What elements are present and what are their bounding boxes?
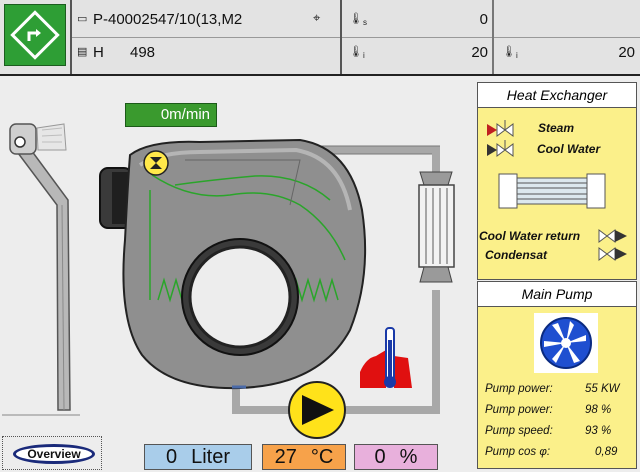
temp-s-value: 0 xyxy=(479,11,488,28)
steam-valve-icon xyxy=(487,120,514,137)
liter-unit: Liter xyxy=(191,445,231,468)
cool-water-return-valve-icon xyxy=(598,229,627,243)
temperature-sensor xyxy=(360,327,412,388)
liter-display: 0 Liter xyxy=(144,444,252,470)
pump-cos-phi-label: Pump cos φ: xyxy=(485,446,551,458)
header-divider xyxy=(492,0,494,74)
condensat-valve-icon xyxy=(598,247,627,261)
percent-value: 0 xyxy=(374,445,386,468)
cool-water-return-label: Cool Water return xyxy=(479,229,581,243)
temperature-unit: °C xyxy=(310,445,334,468)
product-icon: ▤ xyxy=(77,46,88,58)
overview-button[interactable]: Overview xyxy=(13,444,95,464)
circulation-pump xyxy=(288,381,346,439)
pump-cos-phi-value: 0,89 xyxy=(595,446,618,458)
steam-label: Steam xyxy=(538,121,575,135)
temperature-display: 27 °C xyxy=(262,444,346,470)
direction-sign-icon xyxy=(10,10,60,60)
cool-water-valve-icon xyxy=(487,140,514,157)
thermometer-i-icon: 🌡︎i xyxy=(349,46,365,61)
product-value: 498 xyxy=(130,44,156,61)
pump-power-kw-value: 55 KW xyxy=(585,383,620,395)
crosshair-icon[interactable]: ⌖ xyxy=(313,10,321,25)
header-row-divider xyxy=(72,37,340,38)
dyeing-machine-body xyxy=(99,138,367,390)
pump-speed-label: Pump speed: xyxy=(485,425,553,437)
liter-value: 0 xyxy=(165,445,178,468)
thermometer-s-icon: 🌡︎s xyxy=(349,13,367,28)
speed-display: 0m/min xyxy=(125,103,217,127)
condensat-label: Condensat xyxy=(485,248,548,262)
cool-water-label: Cool Water xyxy=(537,142,601,156)
main-pump-title: Main Pump xyxy=(478,282,636,307)
pump-power-pct-label: Pump power: xyxy=(485,404,553,416)
overview-frame: Overview xyxy=(2,436,102,470)
heat-exchanger-unit xyxy=(418,171,455,283)
home-button[interactable] xyxy=(4,4,66,66)
filter-indicator xyxy=(143,150,169,176)
lifting-arm xyxy=(2,123,80,416)
machine-diagram xyxy=(2,123,455,439)
heat-exchanger-schematic xyxy=(487,120,627,261)
temperature-value: 27 xyxy=(274,445,297,468)
order-icon: ▭ xyxy=(77,13,88,25)
product-label: H xyxy=(93,44,104,61)
temp-i2-value: 20 xyxy=(618,44,635,61)
pump-speed-value: 93 % xyxy=(585,425,612,437)
percent-unit: % xyxy=(399,445,418,468)
pump-power-kw-label: Pump power: xyxy=(485,383,553,395)
header-bar: ▭ P-40002547/10(13,M2 ⌖ ▤ H 498 🌡︎s 0 🌡︎… xyxy=(0,0,640,76)
main-pump-panel: Main Pump xyxy=(477,281,637,469)
header-divider xyxy=(340,0,342,74)
thermometer-i2-icon: 🌡︎i xyxy=(502,46,518,61)
header-row-divider xyxy=(342,37,640,38)
pump-fan-icon xyxy=(534,313,598,373)
pump-power-pct-value: 98 % xyxy=(585,404,612,416)
percent-display: 0 % xyxy=(354,444,438,470)
order-number: P-40002547/10(13,M2 xyxy=(93,11,243,28)
heat-exchanger-title: Heat Exchanger xyxy=(478,83,636,108)
tube-bundle-icon xyxy=(498,173,606,209)
header-divider xyxy=(70,0,72,74)
temp-i-value: 20 xyxy=(471,44,488,61)
